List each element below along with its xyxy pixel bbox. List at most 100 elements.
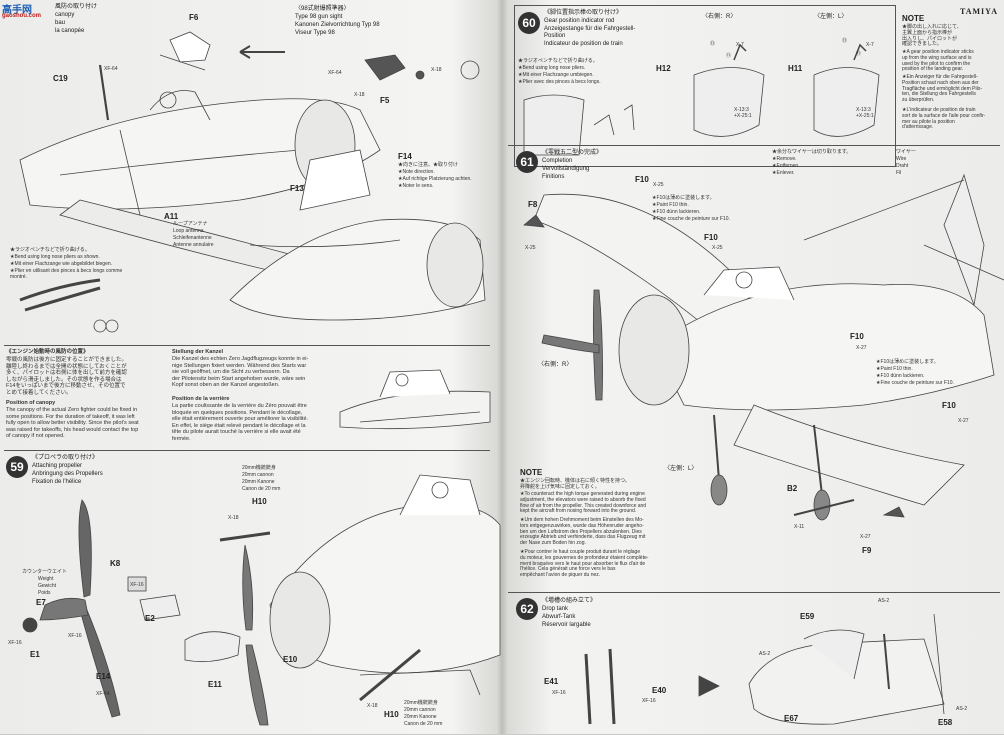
part-e40-label: E40 [652, 686, 667, 695]
step-61-fr: Finitions [542, 174, 565, 180]
step-61-jp: 《零戦五二型の完成》 [542, 150, 603, 156]
note-bottom-en: ★To counteract the high torque generated… [520, 491, 647, 515]
wire-label-de: Draht [896, 163, 909, 169]
part-e67-label: E67 [784, 714, 799, 723]
paint-code-x11: X-11 [794, 524, 805, 530]
cannon-top-fr: Canon de 20 mm [242, 486, 281, 492]
part-e7-label: E7 [36, 598, 46, 607]
canopy-position-en-title: Position of canopy [6, 400, 56, 406]
part-e14-label: E14 [96, 672, 111, 681]
loop-antenna-en: Loop antenna [173, 228, 204, 234]
cannon-top-en: 20mm cannon [242, 472, 274, 478]
note-bottom-title: NOTE [520, 468, 543, 477]
paint-code-x18-h10: X-18 [228, 515, 239, 521]
wire-note-jp: ★余分なワイヤーは切り取ります。 [772, 149, 852, 155]
paint-code-x7b: X-7 [866, 42, 874, 48]
pliers-note-right-en: ★Bend using long nose pliers. [518, 65, 586, 71]
part-11-marker: ⑪ [726, 53, 732, 59]
step-62-en: Drop tank [542, 606, 569, 612]
paint-code-xf16-e40: XF-16 [642, 698, 656, 704]
paint-code-as2c: AS-2 [956, 706, 968, 712]
gunsight-de: Kanonen Zielvorrichtung Typ 98 [295, 22, 380, 28]
paint-code-xf64-prop: XF-64 [96, 691, 110, 697]
tamiya-brand: TAMIYA [959, 7, 998, 16]
step-61-de: Vervollständigung [542, 166, 590, 172]
part-f8-label: F8 [528, 200, 538, 209]
cannon-bottom-de: 20mm Kanone [404, 714, 437, 720]
step-60-fr: Indicateur de position de train [544, 41, 623, 47]
f14-note-de: ★Auf richtige Platzierung achten. [398, 176, 472, 182]
paint-code-xf64: XF-64 [104, 66, 118, 72]
step-61-right-r: 〈右側：R〉 [538, 362, 573, 368]
cannon-top-jp: 20mm機銃銃身 [242, 465, 276, 471]
canopy-assembly-illustration [19, 31, 486, 333]
part-b2-label: B2 [787, 484, 798, 493]
paint-code-as2b: AS-2 [759, 651, 771, 657]
canopy-position-jp: 零戦の風防は後方に固定することができました。 離陸し終わるまでは全開の状態にして… [6, 357, 128, 396]
paint-note-bot-fr: ★Fine couche de peinture sur F10. [876, 380, 954, 386]
step-60-box [514, 5, 896, 167]
section-divider [4, 345, 490, 346]
part-f10d-label: F10 [942, 401, 956, 410]
gunsight-box: 〈98式射爆照準器〉 Type 98 gun sight Kanonen Zie… [295, 6, 445, 136]
part-f13-label: F13 [290, 184, 304, 193]
paint-code-x7: X-7 [736, 42, 744, 48]
watermark-logo: 高手网 [2, 5, 32, 16]
step-61-divider [508, 145, 1000, 146]
part-13-marker: ⑬ [710, 41, 716, 47]
part-f5-label: F5 [380, 96, 390, 105]
step-61-left-l: 〈左側：L〉 [664, 466, 698, 472]
part-f10a-label: F10 [635, 175, 649, 184]
cannon-bottom-en: 20mm cannon [404, 707, 436, 713]
paint-code-as2a: AS-2 [878, 598, 890, 604]
note-bottom-de: ★Um dem hohen Drehmoment beim Einstellen… [520, 517, 646, 547]
gear-indicator-illustration [523, 43, 880, 156]
paint-code-x25c: X-25 [712, 245, 723, 251]
paint-note-bot-en: ★Paint F10 thin. [876, 366, 913, 372]
cannon-bottom-jp: 20mm機銃銃身 [404, 700, 438, 706]
right-page: TAMIYA 60 《脚位置指示棒の取り付け》 Gear position in… [504, 0, 1004, 734]
step-60-right-side: 〈右側：R〉 [702, 14, 737, 20]
part-c19-label: C19 [53, 74, 68, 83]
part-13b-marker: ⑬ [842, 38, 848, 44]
counterweight-de: Gewicht [38, 583, 57, 589]
wire-label-en: Wire [896, 156, 907, 162]
paint-note-bot-de: ★F10 dünn lackieren. [876, 373, 925, 379]
part-f9-label: F9 [862, 546, 872, 555]
part-e58-label: E58 [938, 718, 953, 727]
canopy-position-jp-title: 《エンジン始動時の風防の位置》 [6, 349, 89, 355]
part-e41-label: E41 [544, 677, 559, 686]
wire-label-fr: Fil [896, 170, 902, 176]
note-top-de: ★Ein Anzeiger für die Fahrgestell- Posit… [902, 74, 983, 104]
canopy-position-de: Die Kanzel des echten Zero Jagdflugzeugs… [172, 356, 309, 389]
cannon-bottom-fr: Canon de 20 mm [404, 721, 443, 727]
paint-code-xf16: XF-16 [130, 582, 144, 588]
pliers-note-de: ★Mit einer Flachzange wie abgebildet bie… [10, 261, 113, 267]
step-59-en: Attaching propeller [32, 463, 83, 469]
step-62-divider [508, 592, 1000, 593]
counterweight-jp: カウンターウエイト [22, 569, 68, 575]
step-61-en: Completion [542, 158, 573, 164]
gunsight-jp: 〈98式射爆照準器〉 [295, 6, 350, 12]
part-e2-label: E2 [145, 614, 155, 623]
paint-ratio-2: X-13:3 +X-25:1 [856, 107, 874, 119]
canopy-header-jp: 風防の取り付け [55, 4, 98, 10]
step-61-badge: 61 [516, 151, 538, 173]
gunsight-en: Type 98 gun sight [295, 14, 343, 20]
paint-code-x27b: X-27 [958, 418, 969, 424]
paint-code-x25b: X-25 [525, 245, 536, 251]
canopy-position-fr-title: Position de la verrière [172, 396, 230, 402]
paint-code-x25a: X-25 [653, 182, 664, 188]
pliers-note-fr: ★Plier en utilisant des pinces à becs lo… [10, 268, 123, 280]
part-h12-label: H12 [656, 64, 671, 73]
paint-note-top-en: ★Paint F10 thin. [652, 202, 689, 208]
step-62-jp: 《増槽の組み立て》 [542, 598, 597, 604]
step-62-badge: 62 [516, 598, 538, 620]
step-62-fr: Réservoir largable [542, 622, 591, 628]
canopy-position-de-title: Stellung der Kanzel [172, 349, 224, 355]
note-top-jp: ★脚の出し入れに応じて、 主翼上面から指示棒が 出入りし、パイロットが 確認でき… [902, 24, 962, 48]
paint-code-x18-h10b: X-18 [367, 703, 378, 709]
step-62-de: Abwurf-Tank [542, 614, 576, 620]
canopy-header-en: canopy [55, 12, 75, 18]
part-e1-label: E1 [30, 650, 40, 659]
